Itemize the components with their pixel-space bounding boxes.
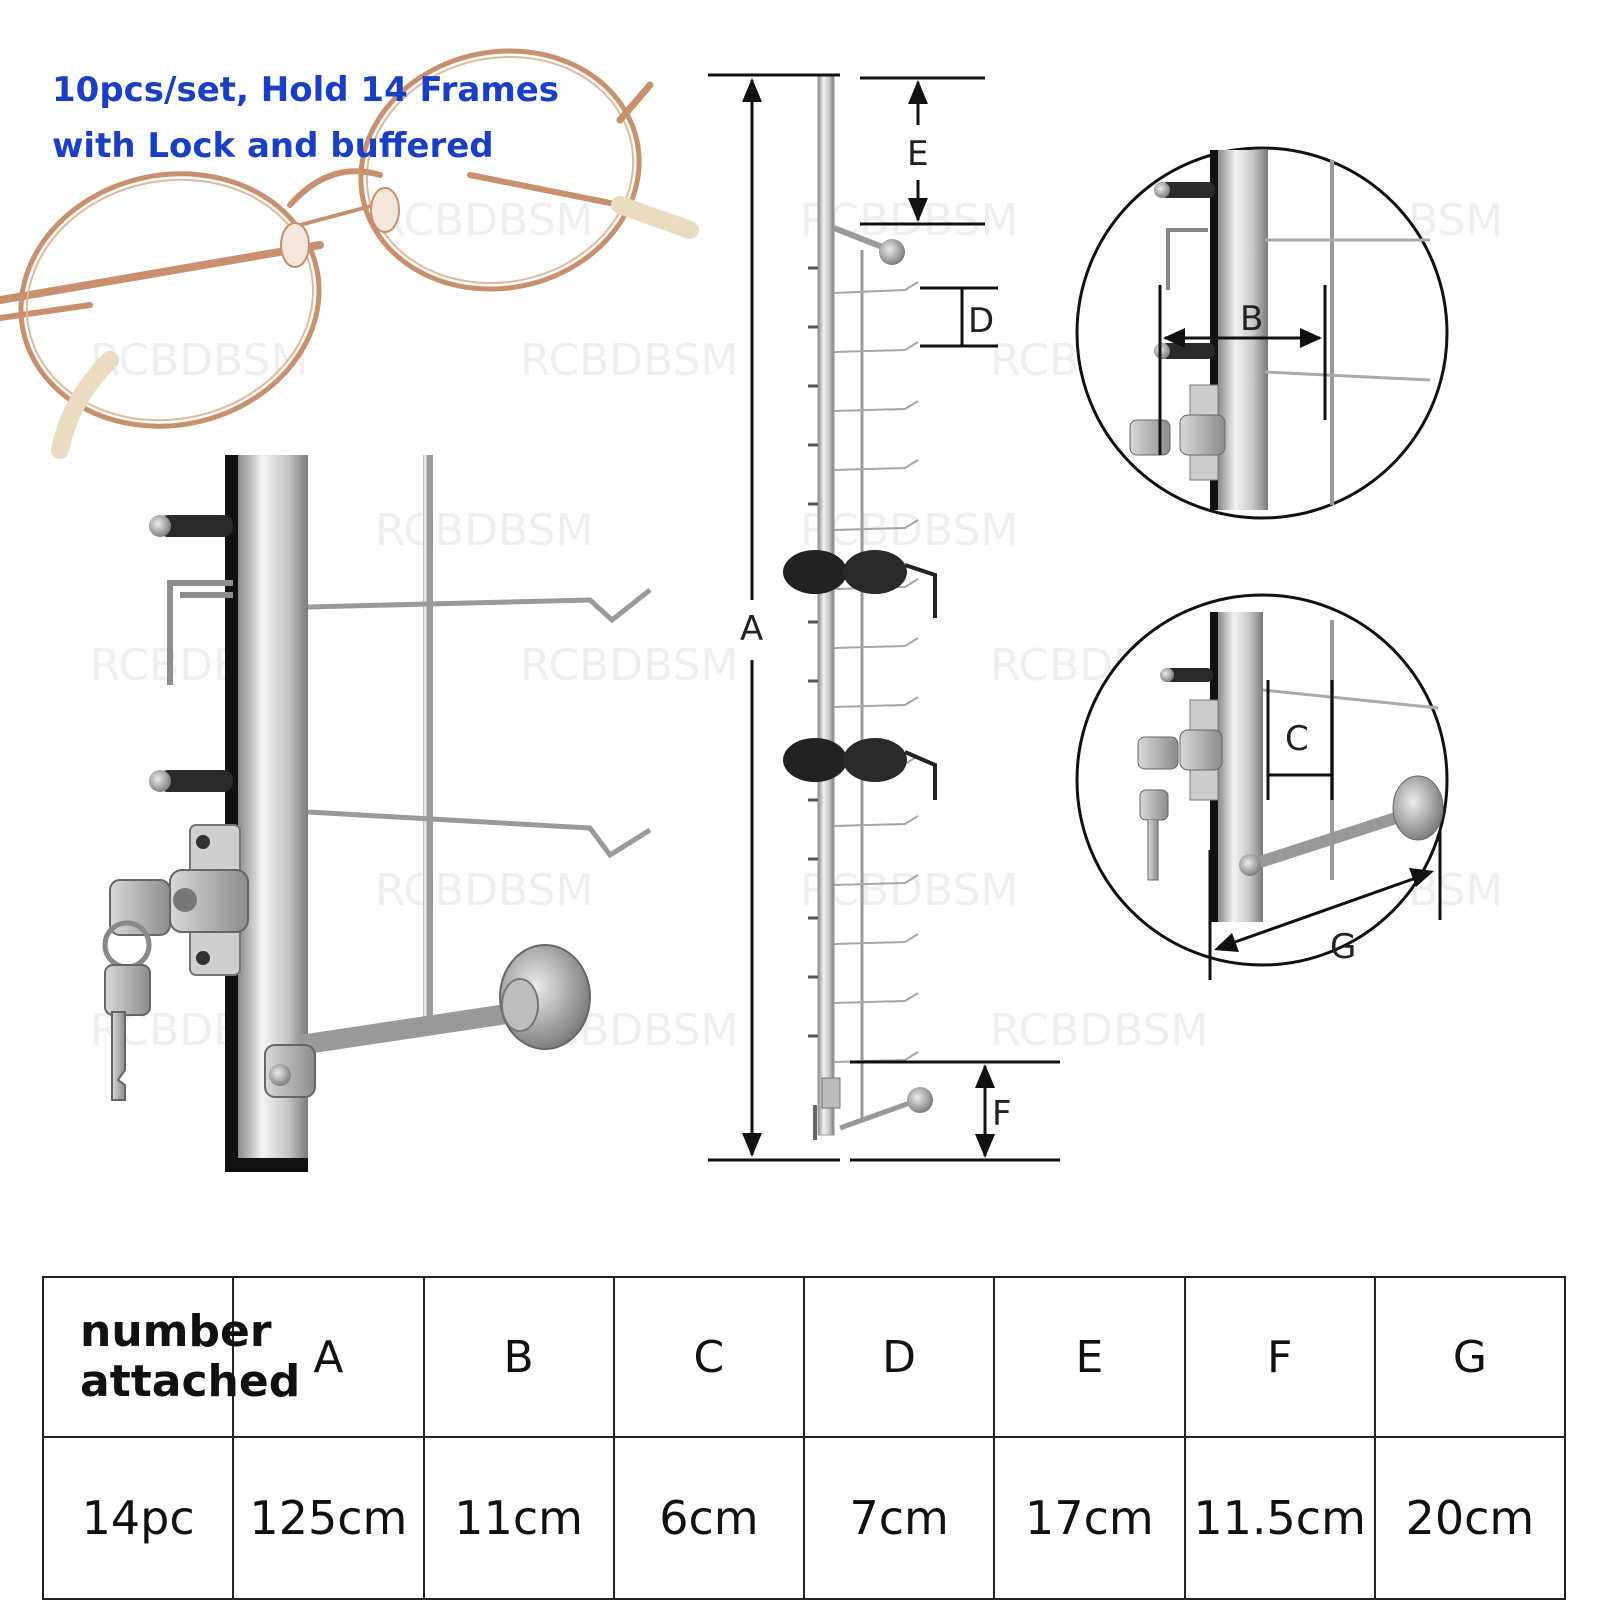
value-d: 7cm [802,1436,996,1600]
dimension-label-f: F [992,1094,1012,1134]
header-b: B [422,1276,615,1438]
sunglasses-image [783,550,937,800]
watermark-text: RCBDBSM [375,505,593,556]
value-f: 11.5cm [1183,1436,1376,1600]
stand-hooks [833,281,919,1063]
watermark-text: RCBDBSM [800,865,1018,916]
value-g: 20cm [1373,1436,1567,1600]
header-f: F [1183,1276,1376,1438]
product-headline: 10pcs/set, Hold 14 Frames with Lock and … [52,62,652,174]
header-d: D [802,1276,996,1438]
display-stand-diagram [783,74,937,1140]
lock-icon [169,824,249,976]
value-number-attached: 14pc [41,1436,235,1600]
peg-upper [149,515,233,537]
watermark-text: RCBDBSM [520,335,738,386]
dimension-label-a: A [740,609,763,649]
detail-circle-b: B [1075,146,1449,520]
key-icon [102,879,171,1101]
dimension-label-g: G [1330,927,1356,967]
eyeglasses-image [0,48,699,459]
pole-closeup [102,455,652,1172]
header-c: C [612,1276,806,1438]
dimension-label-c: C [1285,719,1309,759]
detail-circle-c-g: C G [1075,593,1449,980]
header-number-attached: number attached [41,1276,300,1438]
watermark-text: RCBDBSM [990,1005,1208,1056]
value-a: 125cm [232,1436,425,1600]
watermark-text: RCBDBSM [800,195,1018,246]
header-g: G [1373,1276,1567,1438]
value-b: 11cm [422,1436,615,1600]
header-e: E [993,1276,1186,1438]
watermark-text: RCBDBSM [520,640,738,691]
watermark-text: RCBDBSM [90,335,308,386]
spec-table: number attached A B C D E F G 14pc 125cm… [41,1276,1567,1600]
headline-line-2: with Lock and buffered [52,126,494,166]
watermark-text: RCBDBSM [375,865,593,916]
wall-bracket [264,944,591,1098]
watermark-layer: RCBDBSM RCBDBSM RCBDBSM RCBDBSM RCBDBSM … [90,195,1503,1056]
dimension-label-e: E [907,134,928,174]
value-c: 6cm [612,1436,806,1600]
product-illustration: RCBDBSM RCBDBSM RCBDBSM RCBDBSM RCBDBSM … [0,48,1503,1172]
watermark-text: RCBDBSM [375,195,593,246]
dimension-label-b: B [1240,299,1263,339]
value-e: 17cm [993,1436,1186,1600]
dimension-label-d: D [968,301,994,341]
dimension-lines [708,73,1060,1162]
stand-pegs [808,266,818,1038]
spec-table-value-row: 14pc 125cm 11cm 6cm 7cm 17cm 11.5cm 20cm [41,1436,1567,1600]
header-a: A [232,1276,425,1438]
spec-table-header-row: number attached A B C D E F G [41,1276,1567,1438]
headline-line-1: 10pcs/set, Hold 14 Frames [52,70,560,110]
peg-lower [149,770,233,792]
